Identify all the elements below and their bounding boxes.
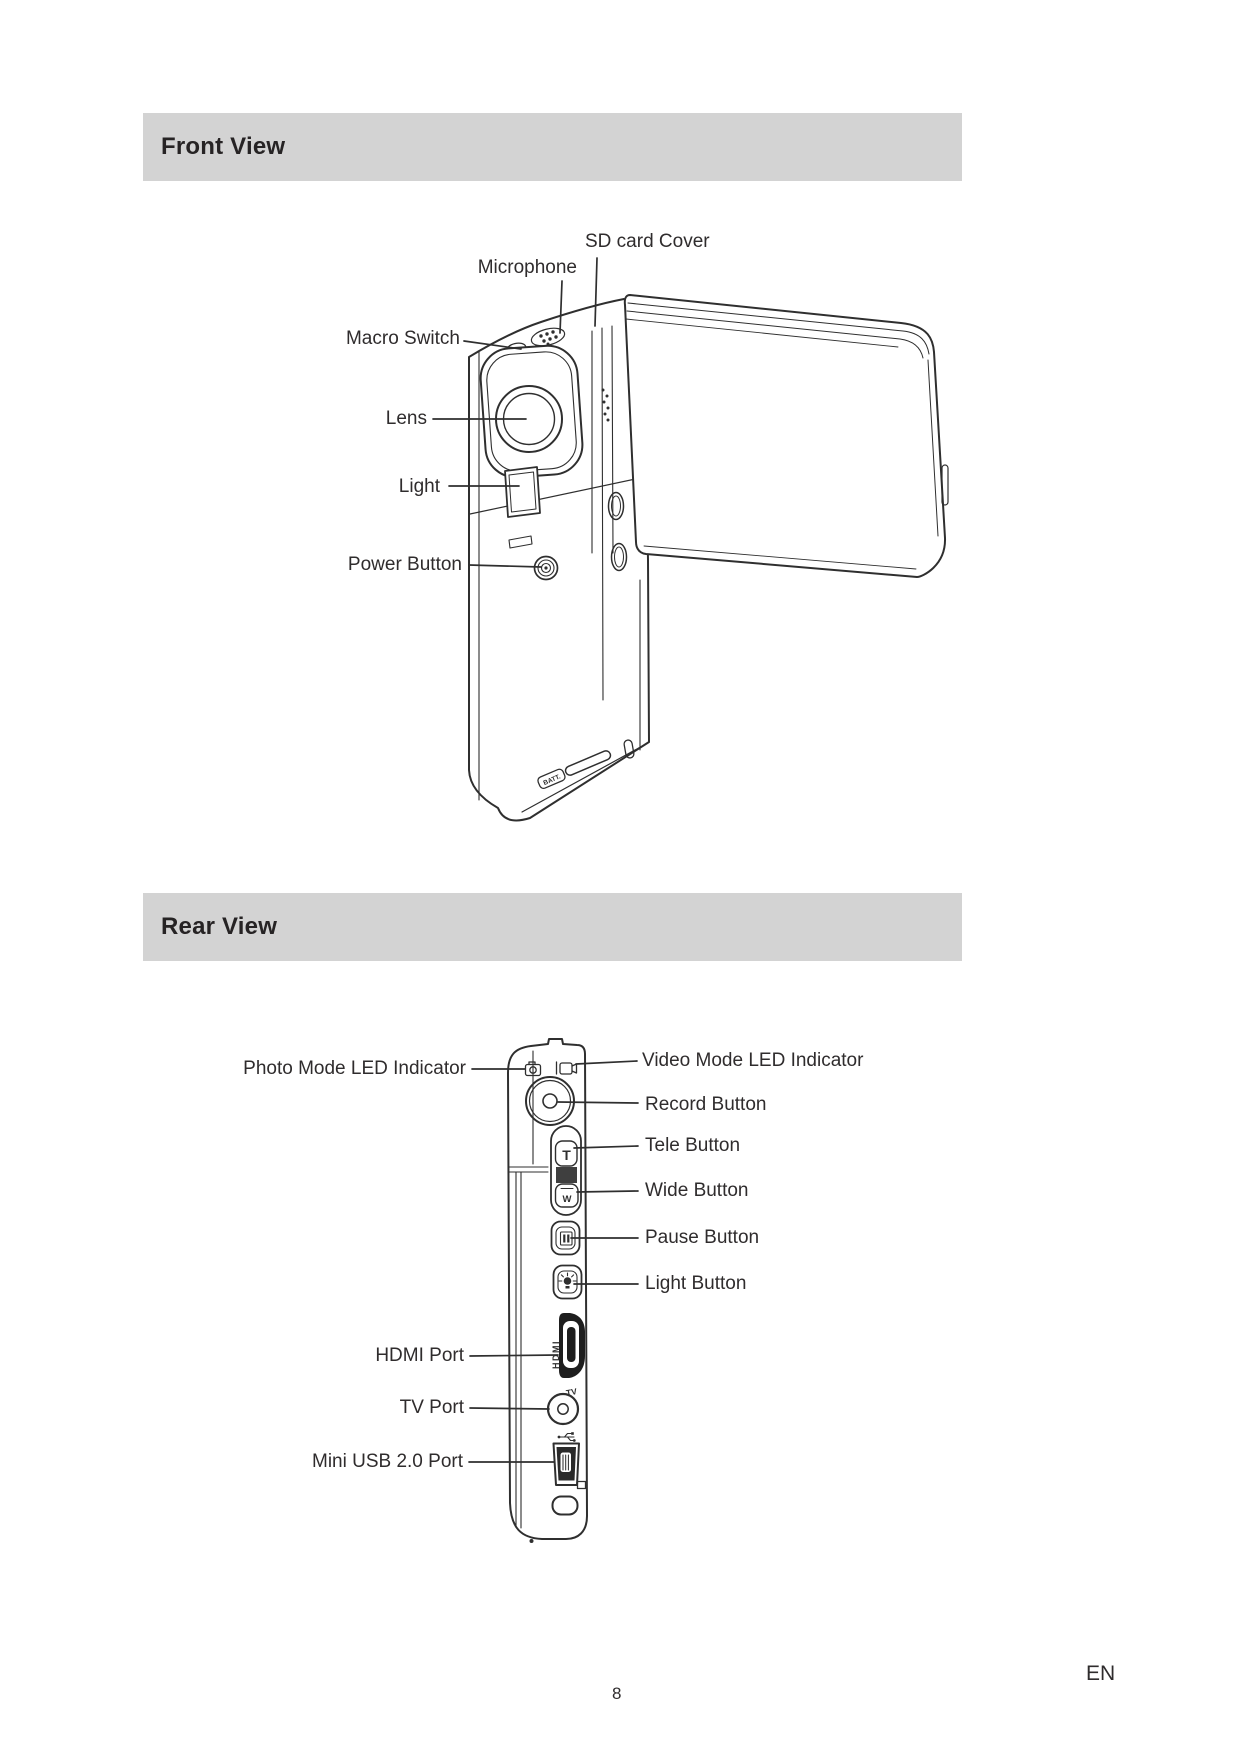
usb-icon [557,1432,576,1442]
microphone-grille [530,327,566,347]
flip-screen [623,294,949,578]
power-button-rings [533,555,559,581]
mini-usb-connector [552,1442,580,1486]
front-view-diagram: BATT. [432,257,949,822]
rear-view-title: Rear View [161,913,278,940]
tele-marking: T [562,1147,571,1163]
tv-marking: TV [565,1386,578,1398]
front-leader-lines [432,257,598,568]
label-light-button: Light Button [645,1273,747,1294]
label-mini-usb-port: Mini USB 2.0 Port [312,1451,463,1472]
label-photo-mode-led: Photo Mode LED Indicator [243,1058,466,1079]
strap-slot [551,1495,579,1516]
label-macro-switch: Macro Switch [345,328,460,349]
label-light: Light [398,476,440,497]
battery-door-slot [564,750,612,776]
pause-button-shape [550,1220,581,1256]
front-view-title: Front View [161,133,286,160]
rocker-grip [556,1167,577,1183]
lens-glass [495,385,563,453]
rear-view-diagram: T W [468,1038,639,1543]
label-sd-card-cover: SD card Cover [585,231,710,252]
label-power-button: Power Button [347,554,462,575]
zoom-rocker: T W [550,1125,582,1216]
label-tv-port: TV Port [399,1397,464,1418]
label-wide-button: Wide Button [645,1180,749,1201]
video-camera-icon [555,1061,578,1075]
bottom-dot [529,1539,534,1543]
rear-view-section-header: Rear View [143,893,962,961]
language-code: EN [1086,1662,1116,1685]
side-grille [601,388,610,422]
label-pause-button: Pause Button [645,1227,760,1248]
wide-marking: W [563,1194,572,1205]
record-button-rings [525,1076,575,1126]
label-record-button: Record Button [645,1094,767,1115]
hinge-buttons [607,491,628,572]
label-hdmi-port: HDMI Port [375,1345,464,1366]
label-video-mode-led: Video Mode LED Indicator [642,1050,864,1071]
port-latch [576,1480,587,1490]
light-button-shape [552,1264,583,1300]
label-microphone: Microphone [477,257,577,278]
light-window [504,466,541,549]
camera-icon [524,1061,542,1077]
latch-pin [623,739,635,759]
light-bulb-icon [558,1272,577,1289]
label-lens: Lens [385,408,427,429]
page-number: 8 [612,1684,622,1703]
label-tele-button: Tele Button [645,1135,741,1156]
front-view-section-header: Front View [143,113,962,181]
rear-leader-lines [468,1060,639,1463]
